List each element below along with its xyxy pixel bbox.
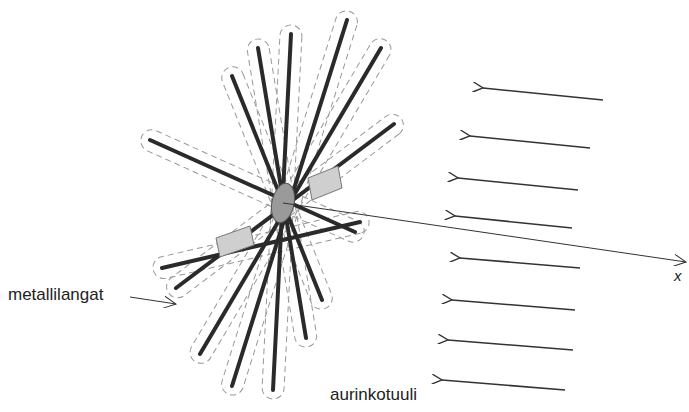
wind-arrow (483, 88, 603, 100)
wind-arrow (470, 136, 590, 148)
wind-arrow (452, 300, 575, 310)
metal-wire (162, 222, 360, 268)
wind-arrow (442, 380, 565, 390)
axis-label: x (674, 268, 682, 285)
metal-wires (150, 20, 394, 390)
wire-outline (151, 209, 372, 281)
wind-arrow (458, 178, 578, 190)
metal-wire (150, 140, 355, 232)
metal-wire (200, 48, 381, 354)
wire-outlines (137, 8, 408, 399)
metal-wire (176, 124, 394, 288)
wind-arrow (455, 216, 572, 228)
wind-arrow (448, 340, 573, 350)
wire-outline (186, 35, 395, 368)
metal-wire (258, 48, 306, 338)
x-axis (283, 203, 686, 262)
solar-wind-arrows (442, 88, 603, 390)
wire-outline (219, 8, 360, 398)
solar-panel (308, 166, 342, 200)
leader-arrow (130, 297, 176, 304)
part-label: metallilangat (8, 286, 103, 305)
metal-wire (232, 20, 347, 386)
wind-arrow (460, 258, 580, 268)
solar-panel (216, 226, 254, 257)
part-label: aurinkotuuli (330, 386, 417, 405)
metal-wire (232, 76, 322, 300)
